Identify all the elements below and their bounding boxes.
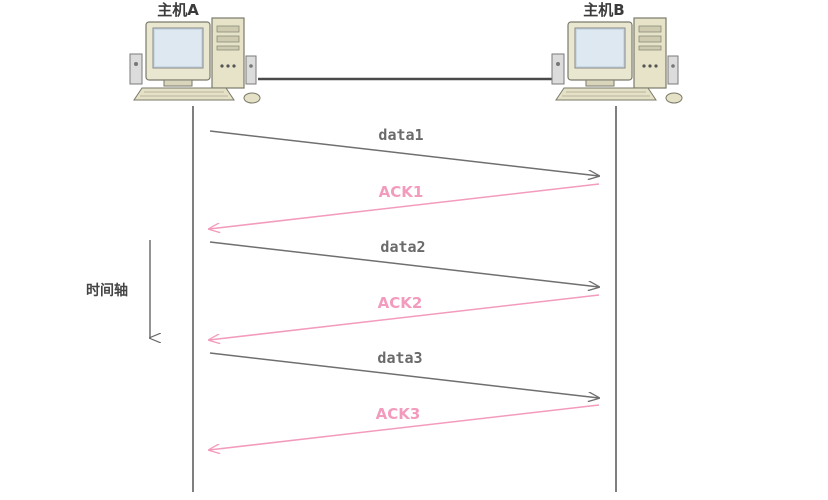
time-axis-label: 时间轴 [86, 282, 128, 299]
computer-a-icon [130, 18, 260, 103]
msg-data1-label: data1 [378, 126, 423, 144]
msg-ack3-label: ACK3 [376, 405, 421, 423]
host-a-label: 主机A [157, 1, 199, 19]
msg-data2-label: data2 [380, 238, 425, 256]
computer-b-icon [552, 18, 682, 103]
msg-ack2-label: ACK2 [378, 294, 423, 312]
host-b-label: 主机B [583, 1, 624, 19]
msg-ack1-label: ACK1 [379, 183, 424, 201]
msg-data3-label: data3 [377, 349, 422, 367]
